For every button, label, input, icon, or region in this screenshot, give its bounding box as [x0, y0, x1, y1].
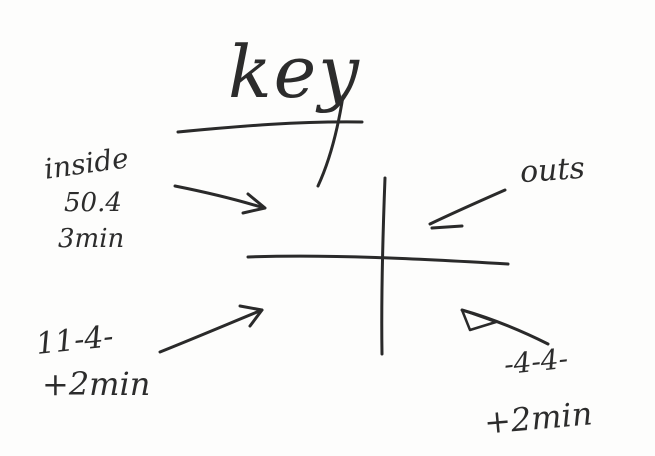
- key-title: key: [228, 30, 361, 114]
- cross-vertical-line: [380, 176, 387, 356]
- label-inside-time: 3min: [58, 224, 125, 254]
- label-bottom-right-time: +2min: [482, 394, 594, 442]
- arrow-bottom-right: [460, 308, 550, 346]
- label-bottom-right-value: -4-4-: [502, 341, 570, 382]
- label-outs: outs: [518, 150, 586, 191]
- arrow-inside: [173, 184, 267, 215]
- cross-horizontal-line: [246, 254, 510, 266]
- arrow-outs: [428, 188, 507, 230]
- title-underline: [176, 120, 364, 134]
- label-bottom-left-value: 11-4-: [34, 319, 116, 362]
- label-inside-value: 50.4: [64, 188, 122, 218]
- label-bottom-left-time: +2min: [42, 365, 151, 403]
- title-descender: [316, 94, 345, 188]
- arrow-bottom-left: [158, 304, 264, 354]
